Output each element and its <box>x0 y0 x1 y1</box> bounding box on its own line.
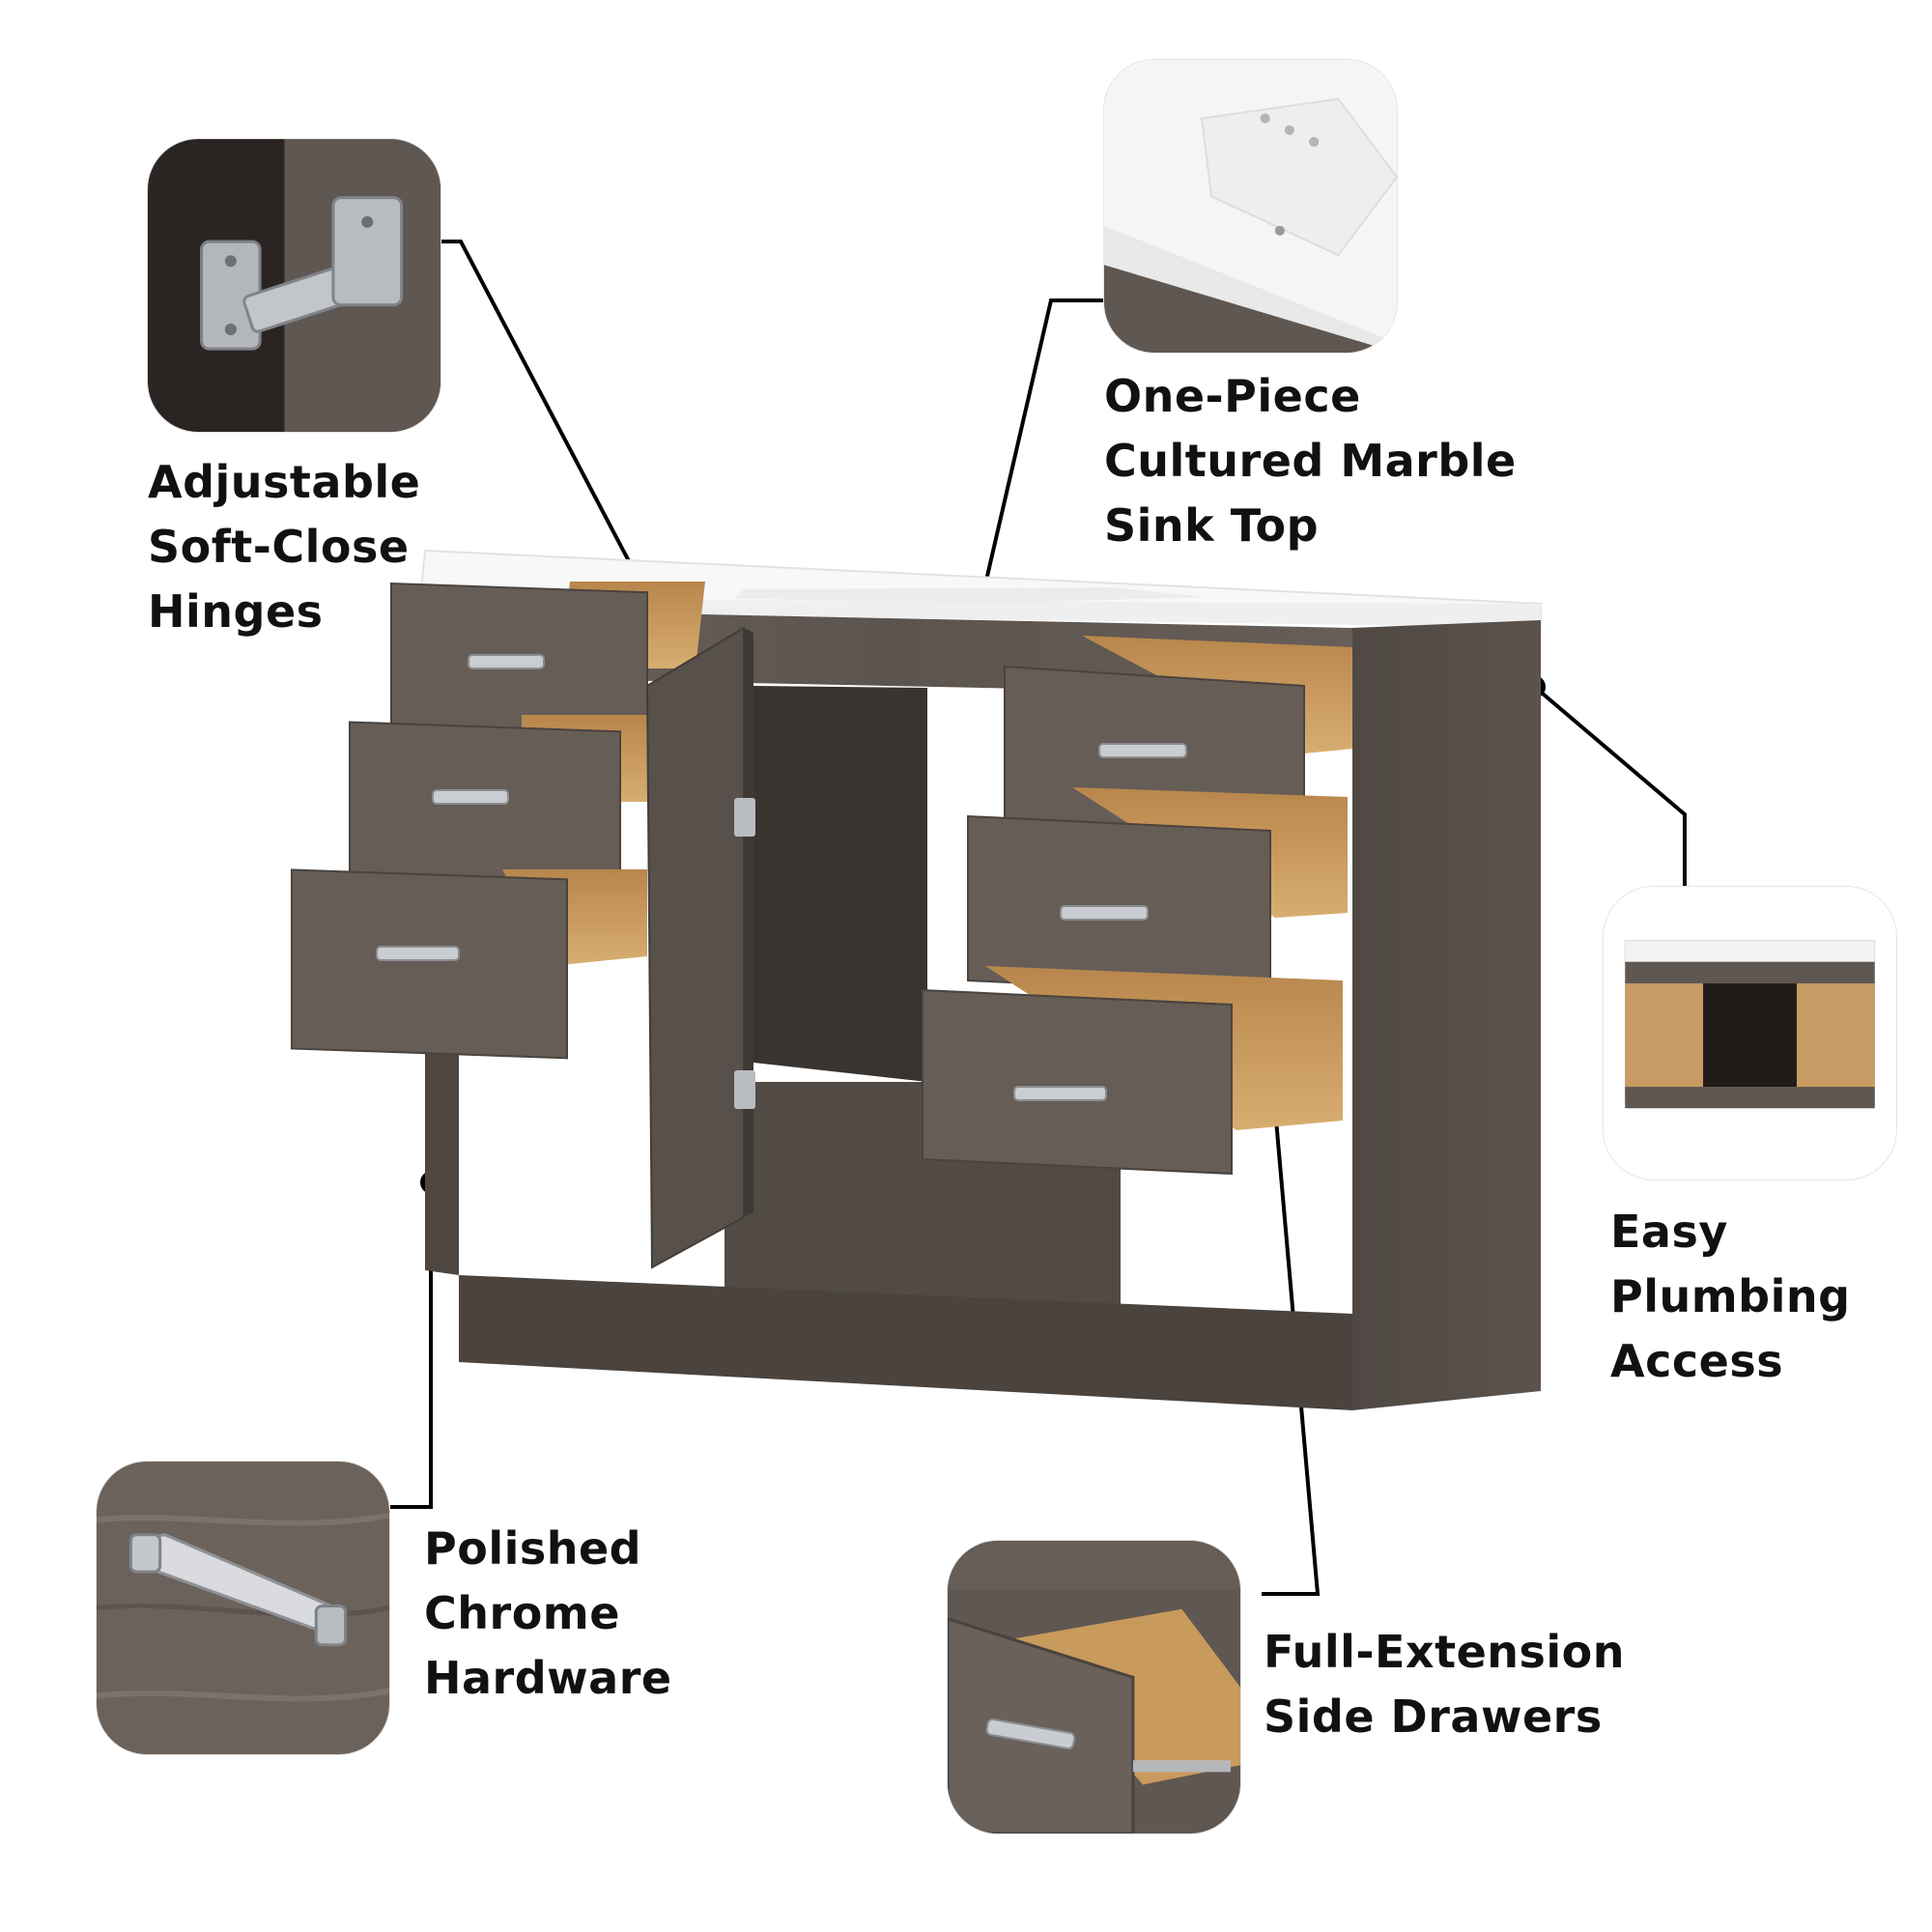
sink-top-line-3: Sink Top <box>1104 499 1320 552</box>
hardware-line-3: Hardware <box>424 1652 672 1704</box>
hardware-line-1: Polished <box>424 1522 642 1575</box>
leader-line-sink-top <box>980 298 1104 598</box>
plumbing-line-3: Access <box>1610 1335 1784 1387</box>
drawers-line-2: Side Drawers <box>1264 1690 1603 1743</box>
base-rail <box>459 1275 1352 1410</box>
feature-label-sink-top: One-Piece Cultured Marble Sink Top <box>1104 364 1517 558</box>
drawer-thumbnail <box>948 1541 1240 1833</box>
hinge-thumbnail <box>148 139 440 432</box>
hardware-thumbnail <box>97 1462 389 1754</box>
feature-label-plumbing: Easy Plumbing Access <box>1610 1200 1851 1394</box>
right-drawer-3 <box>922 966 1343 1176</box>
drawers-line-1: Full-Extension <box>1264 1626 1626 1678</box>
door-hinge-top <box>734 798 755 837</box>
sink-top-thumbnail <box>1104 60 1397 353</box>
chrome-handle-icon <box>97 1462 389 1754</box>
right-drawer-2 <box>967 787 1348 997</box>
feature-label-hinges: Adjustable Soft-Close Hinges <box>148 450 420 644</box>
leader-line-drawers <box>1262 1086 1321 1596</box>
sink-basin <box>734 587 1208 603</box>
drawer-slide-icon <box>948 1541 1240 1833</box>
vanity-illustration <box>291 549 1542 1410</box>
plumbing-access-icon <box>1604 887 1896 1179</box>
cabinet-interior <box>753 686 927 1082</box>
left-drawer-3 <box>291 868 647 1060</box>
plumbing-thumbnail <box>1604 887 1896 1179</box>
hinges-line-2: Soft-Close <box>148 521 410 573</box>
sink-top-icon <box>1104 60 1397 353</box>
hinge-icon <box>148 139 440 432</box>
left-drawer-2 <box>349 715 647 897</box>
hardware-line-2: Chrome <box>424 1587 620 1639</box>
feature-label-drawers: Full-Extension Side Drawers <box>1264 1620 1625 1749</box>
plumbing-line-1: Easy <box>1610 1206 1728 1258</box>
hinges-line-3: Hinges <box>148 585 324 638</box>
cabinet-side-panel <box>1352 620 1541 1410</box>
cabinet-door-open <box>645 626 755 1269</box>
plumbing-line-2: Plumbing <box>1610 1270 1851 1322</box>
door-hinge-bottom <box>734 1070 755 1109</box>
hinges-line-1: Adjustable <box>148 456 421 508</box>
sink-top-line-1: One-Piece <box>1104 370 1361 422</box>
leader-line-plumbing <box>1535 687 1687 887</box>
sink-top-line-2: Cultured Marble <box>1104 435 1517 487</box>
feature-label-hardware: Polished Chrome Hardware <box>424 1517 672 1711</box>
left-drawer-1 <box>390 582 705 753</box>
leader-line-hardware <box>390 1182 433 1509</box>
